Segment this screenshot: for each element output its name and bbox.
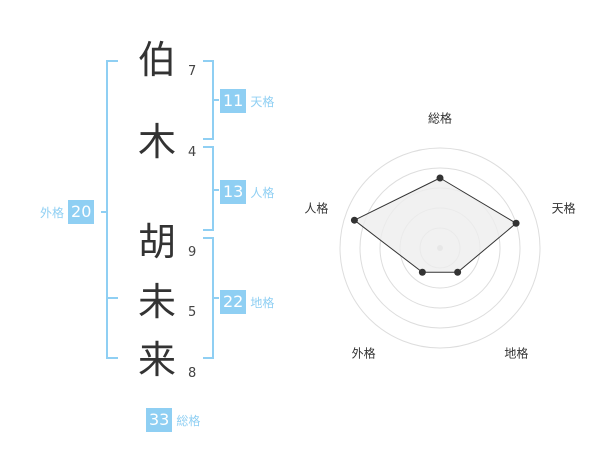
gaikaku-label: 外格 [40, 205, 65, 220]
name-char-4: 未 [137, 280, 176, 324]
soukaku-label: 総格 [176, 413, 201, 428]
radar-point-2 [512, 219, 520, 227]
gaikaku-value: 20 [68, 200, 95, 224]
radar-point-1 [436, 174, 444, 182]
chikaku-badge: 22 地格 [220, 290, 274, 314]
name-char-1: 伯 [137, 38, 176, 82]
radar-point-3 [454, 268, 462, 276]
stroke-count-3: 9 [188, 245, 197, 260]
chikaku-value: 22 [220, 290, 247, 314]
radar-ring [339, 147, 541, 349]
soukaku-value: 33 [146, 408, 173, 432]
soukaku-badge: 33 総格 [146, 408, 200, 432]
stroke-count-2: 4 [188, 145, 197, 160]
gaikaku-badge: 外格 20 [40, 200, 95, 224]
radar-axis-label-2: 天格 [551, 201, 576, 216]
jinkaku-value: 13 [220, 180, 247, 204]
radar-axis-label-1: 総格 [427, 111, 453, 126]
stroke-count-4: 5 [188, 305, 197, 320]
radar-ring [359, 167, 521, 329]
radar-area [353, 177, 517, 273]
radar-axis-label-4: 外格 [351, 346, 376, 361]
name-char-5: 来 [137, 338, 176, 382]
name-char-3: 胡 [137, 220, 176, 264]
tenkaku-label: 天格 [250, 94, 275, 109]
radar-point-5 [350, 216, 358, 224]
stroke-count-1: 7 [188, 64, 197, 79]
tenkaku-value: 11 [220, 89, 247, 113]
name-char-2: 木 [137, 120, 176, 164]
radar-axis-label-3: 地格 [504, 346, 529, 361]
radar-axis-label-5: 人格 [304, 201, 329, 216]
tenkaku-badge: 11 天格 [220, 89, 274, 113]
jinkaku-label: 人格 [250, 185, 275, 200]
chikaku-label: 地格 [250, 295, 275, 310]
radar-point-4 [418, 268, 426, 276]
stroke-count-5: 8 [188, 366, 197, 381]
jinkaku-badge: 13 人格 [220, 180, 274, 204]
